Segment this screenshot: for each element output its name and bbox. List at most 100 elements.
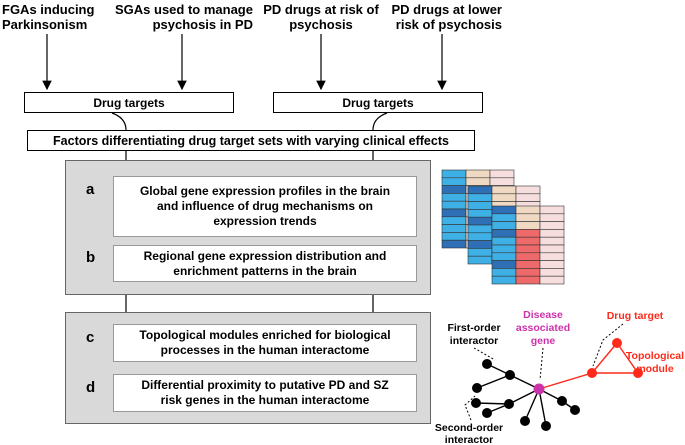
drug-targets-left-box: Drug targets bbox=[24, 92, 234, 113]
heatmap-cell bbox=[491, 275, 517, 285]
interactor-node bbox=[570, 405, 580, 415]
label-sgas-line2: psychosis in PD bbox=[152, 17, 253, 32]
box-a-line1: Global gene expression profiles in the b… bbox=[139, 184, 391, 198]
network-edge bbox=[476, 374, 511, 389]
network-edge bbox=[591, 342, 618, 374]
heatmap-cell bbox=[491, 244, 517, 254]
label-drug-target: Drug target bbox=[607, 310, 664, 322]
label-pd-lower-line1: PD drugs at lower bbox=[391, 2, 502, 17]
box-b-line1: Regional gene expression distribution an… bbox=[143, 248, 387, 263]
drug-targets-right-box: Drug targets bbox=[273, 92, 483, 113]
heatmap-cell bbox=[539, 221, 565, 230]
letter-a: a bbox=[86, 181, 95, 198]
label-pd-risk: PD drugs at risk of psychosis bbox=[263, 2, 379, 32]
heatmap-cell bbox=[515, 252, 541, 261]
heatmap-cell bbox=[515, 213, 541, 222]
heatmap-cell bbox=[441, 216, 467, 225]
interactor-node bbox=[505, 370, 515, 380]
box-c-line1: Topological modules enriched for biologi… bbox=[139, 328, 391, 342]
heatmap-cell bbox=[491, 205, 517, 215]
module-node bbox=[633, 368, 643, 378]
factors-box: Factors differentiating drug target sets… bbox=[27, 130, 475, 151]
heatmap-cell bbox=[515, 268, 541, 277]
leader-line bbox=[464, 395, 476, 421]
drug-target-node bbox=[587, 368, 597, 378]
interactor-node bbox=[472, 383, 482, 393]
label-sgas: SGAs used to manage psychosis in PD bbox=[115, 2, 253, 32]
network-diagram: First-order interactor Disease associate… bbox=[435, 309, 684, 445]
interactor-node bbox=[520, 416, 530, 426]
heatmap-cell bbox=[539, 244, 565, 254]
heatmap-cell bbox=[491, 268, 517, 277]
heatmap-cell bbox=[489, 169, 515, 179]
heatmap-cell bbox=[491, 252, 517, 261]
heatmap-cell bbox=[491, 260, 517, 269]
heatmap-cell bbox=[539, 205, 565, 215]
heatmap-cell bbox=[539, 275, 565, 285]
heatmap-cell bbox=[491, 236, 517, 246]
label-disease-1: Disease bbox=[523, 309, 563, 321]
box-a-line3: expression trends bbox=[213, 214, 317, 228]
interactor-node bbox=[557, 396, 567, 406]
letter-b: b bbox=[86, 249, 96, 266]
module-node bbox=[612, 338, 622, 348]
label-fgas-line2: Parkinsonism bbox=[2, 17, 88, 32]
heatmap-cell bbox=[491, 213, 517, 222]
heatmap-cell bbox=[441, 232, 467, 241]
interactor-node bbox=[504, 399, 514, 409]
label-pd-risk-line1: PD drugs at risk of bbox=[263, 2, 379, 17]
heatmap-cell bbox=[441, 239, 467, 249]
leader-line bbox=[539, 347, 544, 381]
heatmap-cell bbox=[491, 185, 517, 195]
network-edge bbox=[524, 388, 540, 422]
heatmap-cell bbox=[441, 200, 467, 210]
heatmap-stack bbox=[441, 169, 565, 285]
heatmap-cell bbox=[515, 236, 541, 246]
heatmap-cell bbox=[467, 248, 493, 257]
box-b-line2: enrichment patterns in the brain bbox=[173, 263, 357, 278]
label-fgas: FGAs inducing Parkinsonism bbox=[2, 2, 94, 32]
heatmap-cell bbox=[467, 216, 493, 226]
heatmap-cell bbox=[515, 275, 541, 285]
label-first-order-2: interactor bbox=[450, 335, 498, 347]
heatmap-cell bbox=[467, 232, 493, 241]
heatmap-cell bbox=[539, 213, 565, 222]
box-d-line1: Differential proximity to putative PD an… bbox=[141, 378, 389, 392]
heatmap-cell bbox=[491, 221, 517, 230]
box-a: Global gene expression profiles in the b… bbox=[113, 176, 417, 237]
label-disease-3: gene bbox=[531, 335, 556, 347]
heatmap-cell bbox=[441, 193, 467, 202]
box-a-line2: and influence of drug mechanisms on bbox=[156, 199, 374, 213]
connector-left bbox=[111, 112, 127, 131]
interactor-node bbox=[471, 398, 481, 408]
label-first-order-1: First-order bbox=[447, 322, 500, 334]
disease-gene-node bbox=[533, 383, 545, 395]
leader-line bbox=[473, 347, 496, 361]
label-topo-1: Topological bbox=[626, 350, 684, 362]
heatmap-cell bbox=[491, 229, 517, 238]
interactor-node bbox=[541, 421, 551, 431]
heatmap-cell bbox=[441, 169, 467, 179]
label-topo-2: module bbox=[636, 363, 673, 375]
box-c-line2: processes in the human interactome bbox=[160, 343, 370, 357]
connector-right bbox=[372, 112, 388, 131]
label-pd-risk-line2: psychosis bbox=[289, 17, 353, 32]
interactor-node bbox=[482, 408, 492, 418]
heatmap-cell bbox=[467, 201, 493, 210]
heatmap-cell bbox=[467, 255, 493, 265]
box-d: Differential proximity to putative PD an… bbox=[113, 374, 417, 412]
drug-targets-left-label: Drug targets bbox=[93, 95, 165, 110]
letter-c: c bbox=[86, 329, 95, 346]
heatmap-cell bbox=[441, 224, 467, 233]
heatmap-cell bbox=[539, 268, 565, 277]
label-sgas-line1: SGAs used to manage bbox=[115, 2, 253, 17]
heatmap-cell bbox=[539, 252, 565, 261]
heatmap-cell bbox=[515, 205, 541, 215]
heatmap-cell bbox=[539, 229, 565, 238]
network-edge bbox=[538, 388, 547, 427]
heatmap-cell bbox=[539, 260, 565, 269]
letter-d: d bbox=[86, 379, 96, 396]
panel-interactome: c Topological modules enriched for biolo… bbox=[65, 312, 431, 424]
heatmap-cell bbox=[515, 221, 541, 230]
